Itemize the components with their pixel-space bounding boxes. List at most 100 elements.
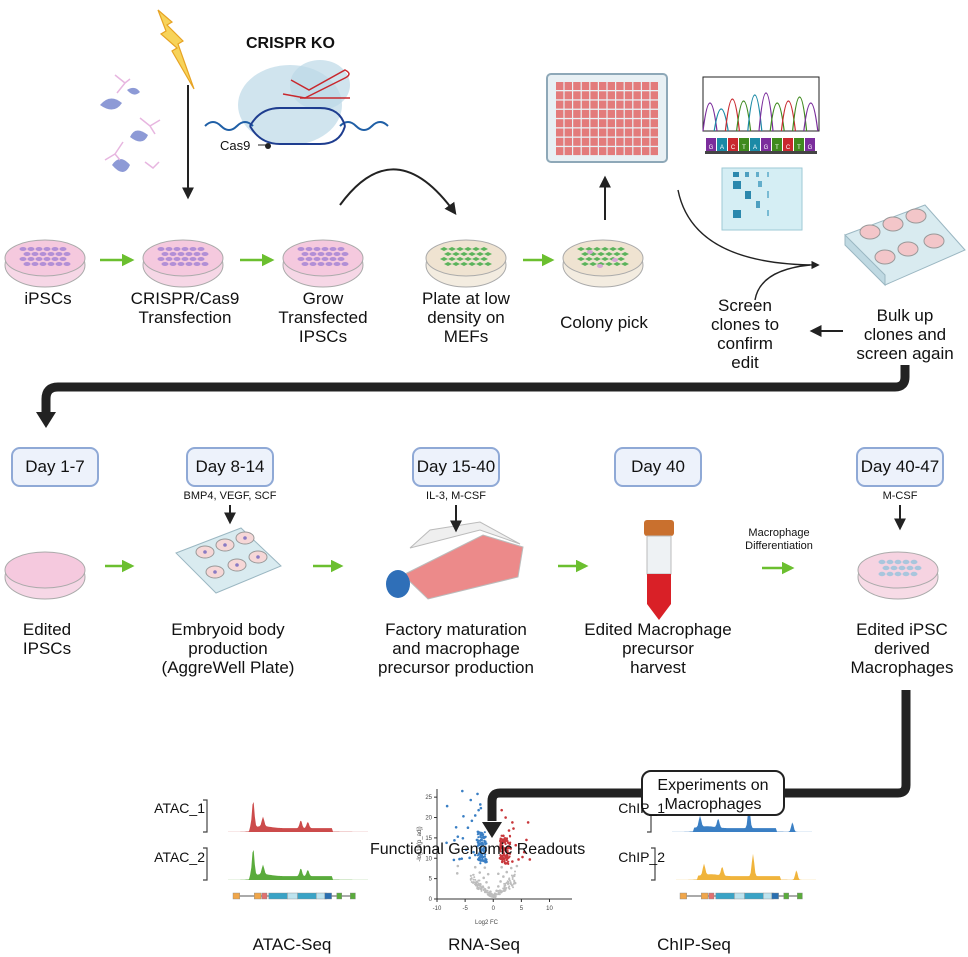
- ipsc-cell: [56, 252, 63, 256]
- ipsc-cell: [186, 262, 193, 266]
- data-point-ns: [474, 879, 476, 881]
- culture-flask-icon: [386, 522, 523, 599]
- rna-seq-title: RNA-Seq: [448, 935, 520, 954]
- data-point-down: [467, 826, 470, 829]
- ipsc-cell: [40, 252, 47, 256]
- well: [616, 138, 623, 146]
- y-tick-label: 5: [429, 877, 433, 883]
- well: [633, 110, 640, 118]
- exon: [709, 893, 714, 899]
- data-point-down: [483, 836, 486, 839]
- data-point-ns: [484, 888, 486, 890]
- well: [590, 138, 597, 146]
- data-point-ns: [505, 887, 507, 889]
- well: [651, 101, 658, 109]
- data-point-not-significant: [487, 886, 490, 889]
- data-point-down: [479, 803, 482, 806]
- data-point-up: [503, 860, 505, 862]
- ipsc-cell: [198, 247, 205, 251]
- macrophage-cell: [887, 572, 894, 576]
- ipsc-cell: [194, 252, 201, 256]
- base-letter: G: [808, 145, 813, 151]
- well: [573, 110, 580, 118]
- well: [625, 119, 632, 127]
- atac-track-1: [228, 802, 368, 832]
- well: [573, 101, 580, 109]
- x-tick-label: 0: [492, 906, 496, 912]
- data-point-not-significant: [516, 865, 519, 868]
- colony-cell: [612, 258, 618, 262]
- ipsc-cell: [28, 247, 35, 251]
- data-point-ns: [498, 892, 500, 894]
- ipsc-cell: [190, 247, 197, 251]
- ipsc-cell: [162, 252, 169, 256]
- day-badge: Day 8-14: [186, 447, 274, 487]
- well: [608, 101, 615, 109]
- data-point-ns: [510, 881, 512, 883]
- data-point-not-significant: [499, 880, 502, 883]
- ipsc-cell: [32, 252, 39, 256]
- well: [599, 82, 606, 90]
- x-axis-label: Log2 FC: [475, 920, 499, 926]
- aggrewell-plate-icon: [176, 528, 281, 593]
- ipsc-cell: [166, 257, 173, 261]
- top-step-label: iPSCs: [24, 289, 71, 308]
- well: [642, 101, 649, 109]
- data-point-ns: [482, 885, 484, 887]
- colony-cell: [597, 264, 603, 268]
- data-point-not-significant: [456, 872, 459, 875]
- data-point-ns: [475, 881, 477, 883]
- ipsc-cell: [298, 247, 305, 251]
- ipsc-cell: [330, 257, 337, 261]
- ipsc-cell: [36, 247, 43, 251]
- y-tick-label: 25: [425, 795, 432, 801]
- well: [625, 129, 632, 137]
- well: [633, 101, 640, 109]
- data-point-down: [477, 831, 479, 833]
- data-point-ns: [509, 879, 511, 881]
- well: [608, 82, 615, 90]
- data-point-ns: [513, 883, 515, 885]
- well: [642, 147, 649, 155]
- well: [582, 119, 589, 127]
- well: [573, 147, 580, 155]
- well: [642, 110, 649, 118]
- macrophage-cell: [907, 566, 914, 570]
- base-letter: T: [775, 145, 779, 151]
- data-point-ns: [471, 877, 473, 879]
- data-point-down: [482, 860, 484, 862]
- data-point-down: [480, 832, 483, 835]
- ipsc-cell: [158, 257, 165, 261]
- data-point-not-significant: [494, 892, 497, 895]
- data-point-up: [511, 860, 514, 863]
- macrophage-cells-icon: [879, 560, 922, 576]
- top-step-label: Colony pick: [560, 313, 648, 332]
- well: [565, 147, 572, 155]
- well: [556, 91, 563, 99]
- well: [590, 119, 597, 127]
- colony-cell: [587, 250, 593, 254]
- data-point-down: [479, 862, 481, 864]
- data-point-ns: [470, 879, 472, 881]
- data-point-ns: [512, 878, 514, 880]
- data-point-ns: [472, 882, 474, 884]
- well: [590, 82, 597, 90]
- well: [582, 101, 589, 109]
- well: [565, 82, 572, 90]
- base-letter: C: [731, 145, 736, 151]
- exon: [298, 893, 317, 899]
- data-point-ns: [480, 888, 482, 890]
- data-point-ns: [503, 885, 505, 887]
- well: [616, 82, 623, 90]
- petri-dish-edited-icon: [5, 552, 85, 599]
- ipsc-cell: [190, 257, 197, 261]
- growth-factors-label: M-CSF: [883, 490, 918, 503]
- well: [616, 110, 623, 118]
- ipsc-cell: [158, 247, 165, 251]
- data-point-ns: [508, 877, 510, 879]
- data-point-ns: [470, 875, 472, 877]
- well: [625, 101, 632, 109]
- data-point-ns: [478, 879, 480, 881]
- ipsc-cell: [334, 262, 341, 266]
- well: [556, 101, 563, 109]
